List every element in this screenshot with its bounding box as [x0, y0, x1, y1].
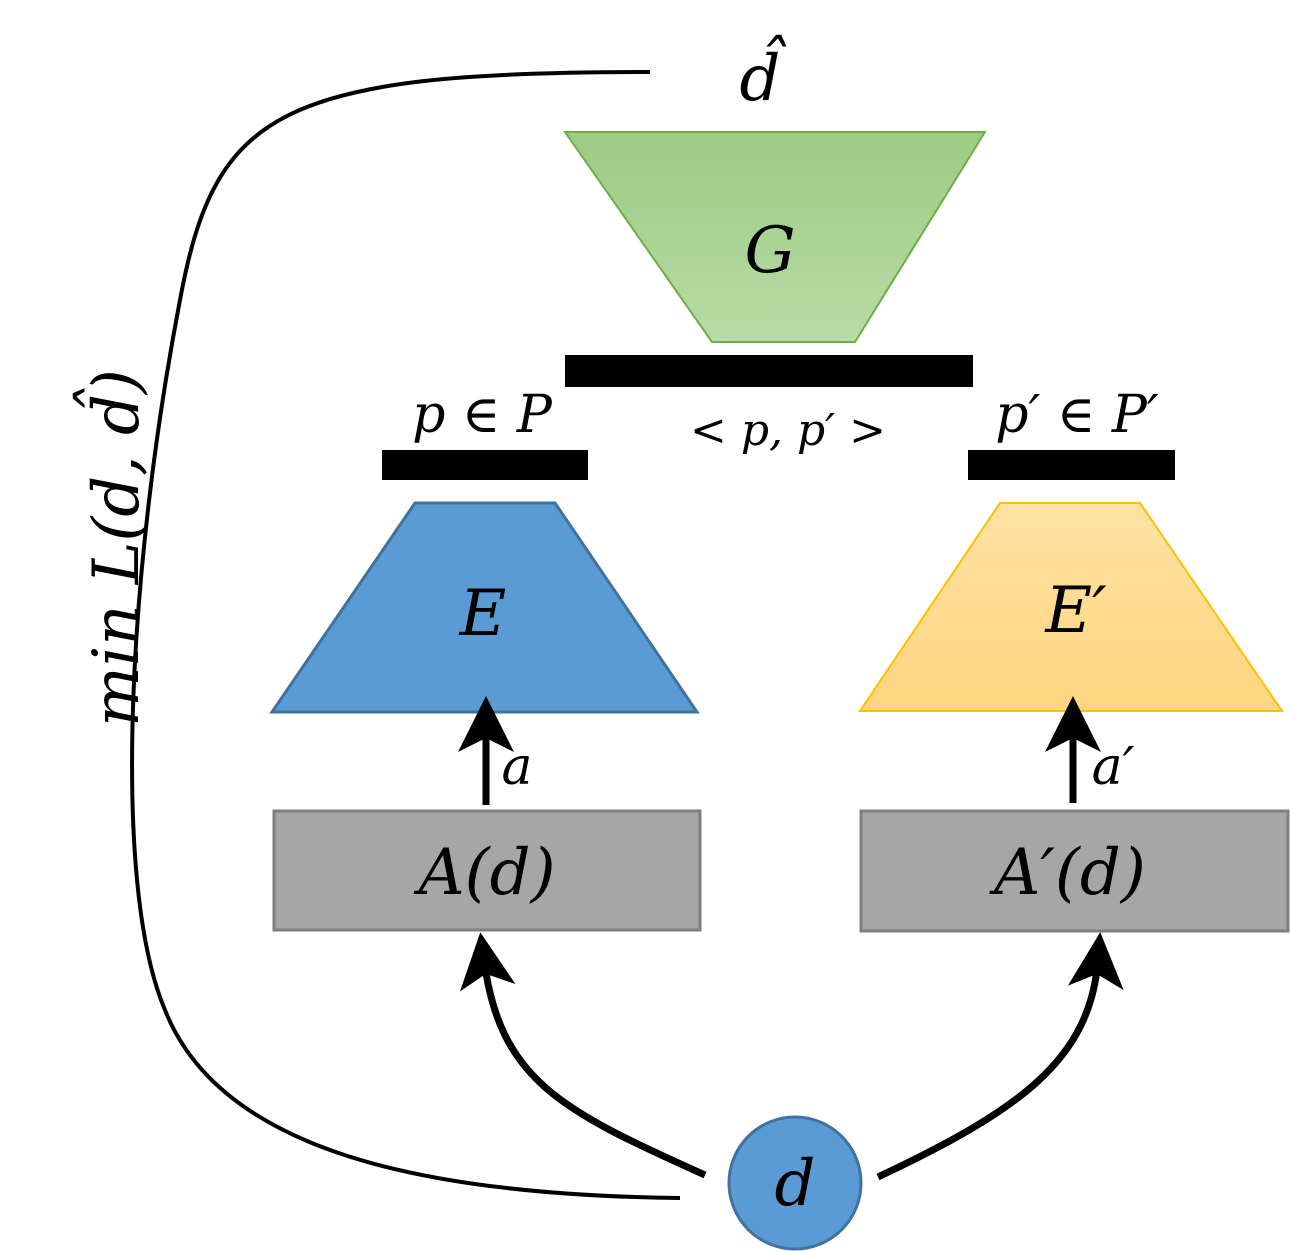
left-code-bar — [382, 450, 588, 480]
output-label: d̂ — [740, 35, 788, 116]
left-code-label: p ∈ P — [412, 385, 553, 445]
right-code-label: p′ ∈ P′ — [995, 385, 1159, 445]
input-label: d — [775, 1147, 816, 1221]
left-encoder-block — [269, 501, 700, 714]
input-to-right-arrow — [876, 932, 1124, 1181]
left-encoder-label: E — [459, 577, 507, 651]
generator-label: G — [744, 214, 795, 288]
right-encoder-label: E′ — [1044, 574, 1107, 648]
input-node — [727, 1115, 863, 1251]
joint-code-label: < p, p′ > — [690, 405, 886, 456]
left-augment-box — [272, 809, 702, 932]
joint-code-bar — [565, 355, 973, 387]
left-augment-label: A(d) — [413, 836, 555, 910]
loss-curve — [130, 70, 681, 1200]
input-to-left-arrow — [459, 932, 707, 1179]
loss-label: min L(d, d̂) — [73, 369, 154, 727]
right-code-bar — [968, 450, 1175, 480]
right-encoder-block — [858, 502, 1284, 712]
generator-block — [563, 131, 987, 343]
right-augment-box — [859, 809, 1290, 933]
right-augment-label: A′(d) — [989, 836, 1146, 910]
left-arrow-label: a — [501, 737, 532, 797]
right-arrow-label: a′ — [1092, 737, 1135, 797]
